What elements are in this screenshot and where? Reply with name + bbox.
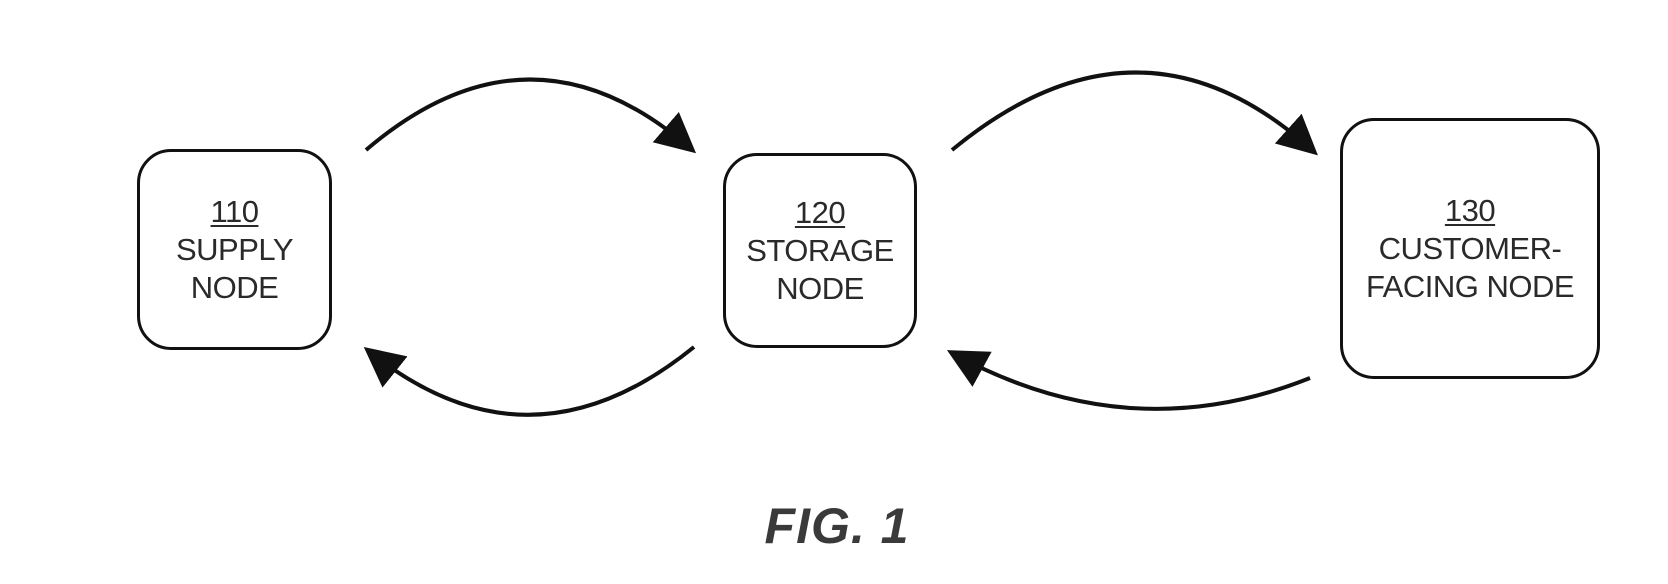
- customer-facing-node: 130 CUSTOMER- FACING NODE: [1340, 118, 1600, 379]
- arrow-storage-to-customer: [952, 73, 1312, 151]
- figure-label: FIG. 1: [0, 498, 1668, 554]
- storage-node: 120 STORAGE NODE: [723, 153, 917, 348]
- arrow-customer-to-storage: [954, 354, 1310, 409]
- supply-node-ref: 110: [211, 193, 259, 231]
- supply-node: 110 SUPPLY NODE: [137, 149, 332, 350]
- supply-node-label-line-1: SUPPLY: [176, 231, 293, 269]
- arrow-supply-to-storage: [366, 79, 690, 150]
- storage-node-ref: 120: [795, 194, 845, 232]
- customer-facing-node-label-line-2: FACING NODE: [1366, 268, 1574, 306]
- customer-facing-node-label-line-1: CUSTOMER-: [1379, 230, 1562, 268]
- supply-node-label-line-2: NODE: [191, 269, 279, 307]
- storage-node-label-line-1: STORAGE: [746, 232, 894, 270]
- storage-node-label-line-2: NODE: [776, 270, 864, 308]
- arrow-storage-to-supply: [370, 347, 694, 415]
- customer-facing-node-ref: 130: [1445, 192, 1495, 230]
